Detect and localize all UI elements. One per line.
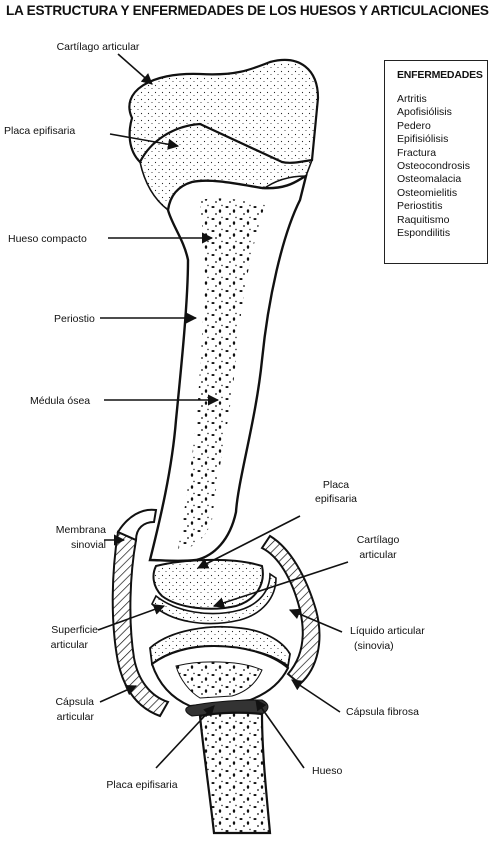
disease-item: Espondilitis bbox=[397, 227, 451, 240]
label-placa-epifisaria-bottom: Placa epifisaria bbox=[106, 779, 177, 791]
disease-item: Osteomielitis bbox=[397, 186, 458, 199]
upper-medulla bbox=[178, 198, 265, 550]
disease-item: Pedero bbox=[397, 119, 431, 132]
label-membrana: Membrana bbox=[56, 524, 106, 536]
label-placa-epifisaria-top: Placa epifisaria bbox=[4, 125, 75, 137]
disease-item: Apofisiólisis bbox=[397, 106, 452, 119]
label-placa-mid: Placa bbox=[323, 479, 349, 491]
disease-item: Osteocondrosis bbox=[397, 160, 470, 173]
leader-lines bbox=[97, 53, 349, 769]
upper-bone bbox=[128, 58, 320, 625]
lower-epiphysis-core bbox=[175, 661, 263, 699]
leader-capsula-articular bbox=[99, 684, 138, 703]
disease-item: Epifisiólisis bbox=[397, 133, 449, 146]
label-cartilago-right: Cartílago bbox=[357, 534, 400, 546]
label-medula-osea: Médula ósea bbox=[30, 395, 90, 407]
label-periostio: Periostio bbox=[54, 313, 95, 325]
disease-item: Osteomalacia bbox=[397, 173, 462, 186]
label-liquido-articular: Líquido articular bbox=[350, 625, 425, 637]
diagram-title: LA ESTRUCTURA Y ENFERMEDADES DE LOS HUES… bbox=[6, 3, 489, 18]
label-sinovial: sinovial bbox=[71, 539, 106, 551]
upper-lower-cartilage bbox=[151, 572, 277, 625]
leader-placa-bottom bbox=[155, 705, 215, 769]
leader-hueso bbox=[255, 699, 305, 769]
leader-capsula-fibrosa bbox=[291, 679, 341, 713]
lower-shaft bbox=[198, 711, 272, 835]
label-capsula: Cápsula bbox=[55, 696, 94, 708]
diseases-heading: ENFERMEDADES bbox=[397, 69, 483, 81]
leader-cartilago-top bbox=[117, 53, 153, 85]
lower-bone bbox=[149, 625, 291, 835]
label-capsula-articular: articular bbox=[57, 711, 95, 723]
disease-item: Periostitis bbox=[397, 200, 443, 213]
label-superficie: Superficie bbox=[51, 624, 98, 636]
leader-liquido bbox=[288, 608, 343, 633]
capsule-left-wall bbox=[111, 530, 170, 718]
leader-placa-mid bbox=[197, 515, 301, 569]
label-cartilago-articular-top: Cartílago articular bbox=[57, 41, 140, 53]
label-hueso-compacto: Hueso compacto bbox=[8, 233, 87, 245]
label-superficie-articular: articular bbox=[51, 639, 89, 651]
label-articular-right: articular bbox=[359, 549, 397, 561]
label-epifisaria-mid: epifisaria bbox=[315, 493, 357, 505]
leader-cartilago-right bbox=[212, 561, 349, 609]
disease-item: Raquitismo bbox=[397, 213, 450, 226]
label-hueso: Hueso bbox=[312, 765, 343, 777]
leader-superficie bbox=[97, 604, 166, 631]
disease-item: Fractura bbox=[397, 146, 437, 159]
label-sinovia: (sinovia) bbox=[354, 640, 394, 652]
disease-item: Artritis bbox=[397, 93, 427, 105]
leader-placa-top bbox=[109, 133, 180, 150]
labels: Cartílago articular Placa epifisaria Hue… bbox=[4, 41, 425, 791]
upper-lower-epiphysis bbox=[152, 558, 264, 610]
label-capsula-fibrosa: Cápsula fibrosa bbox=[346, 706, 419, 718]
capsule-top-left bbox=[116, 508, 158, 542]
